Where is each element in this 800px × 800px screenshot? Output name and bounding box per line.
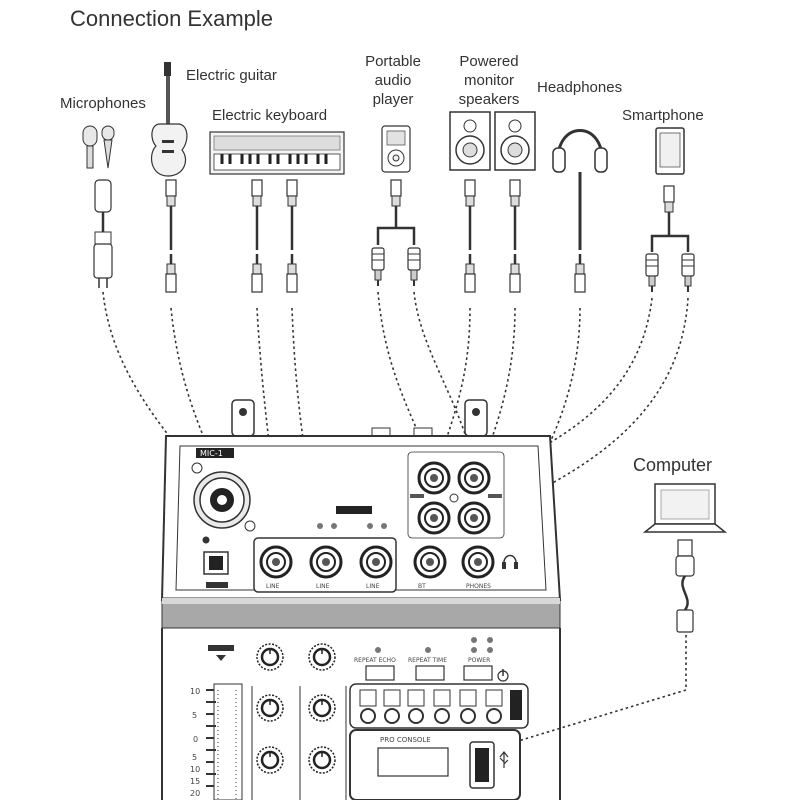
label-line-3: player [372, 91, 414, 108]
microphones-icon [82, 125, 115, 169]
mic-label: MIC-1 [200, 449, 223, 458]
label-smartphone: Smartphone [622, 107, 704, 124]
label-portable-audio-player: Portable audio player [358, 52, 428, 109]
label-headphones: Headphones [537, 79, 623, 96]
mixer-lower-panel: 10 5 0 5 10 15 20 REPEAT ECHO REPEAT TIM… [161, 628, 561, 800]
scale-0: 0 [193, 735, 198, 744]
fx-label-2: REPEAT TIME [408, 657, 447, 664]
page-title: Connection Example [70, 6, 274, 31]
keyboard-cables-icon [250, 178, 299, 294]
label-electric-keyboard: Electric keyboard [212, 107, 328, 124]
bluetooth-label: BT [418, 583, 426, 590]
headphones-cable-icon [573, 172, 587, 294]
line-label-2: LINE [316, 583, 330, 590]
scale-10: 10 [190, 765, 200, 774]
portable-audio-player-icon [381, 125, 411, 173]
panel-label: PRO CONSOLE [380, 736, 431, 744]
smartphone-cable-icon [645, 184, 695, 293]
fx-label-1: REPEAT ECHO [354, 657, 396, 664]
electric-keyboard-icon [209, 131, 345, 175]
guitar-cable-icon [164, 178, 178, 294]
label-electric-guitar: Electric guitar [186, 67, 277, 84]
speaker-cables-icon [463, 178, 522, 294]
scale-10-top: 10 [190, 687, 200, 696]
usb-cable-icon [675, 539, 695, 633]
scale-15: 15 [190, 777, 200, 786]
speakers-icon [449, 111, 536, 171]
label-line-2: audio [374, 72, 412, 89]
line-label-1: LINE [266, 583, 280, 590]
mixer-device: MIC-1 LINE LINE LINE BT PHONES [160, 399, 562, 629]
label-computer: Computer [633, 455, 713, 475]
headphones-icon [552, 129, 608, 173]
label-line-3: speakers [458, 91, 520, 108]
smartphone-icon [655, 127, 685, 175]
label-line-1: Powered [459, 53, 519, 70]
line-label-3: LINE [366, 583, 380, 590]
stereo-cable-icon [371, 178, 421, 287]
power-icon [497, 669, 509, 682]
label-microphones: Microphones [60, 95, 146, 112]
scale-5: 5 [192, 753, 197, 762]
fx-label-3: POWER [468, 657, 490, 664]
headphones-jack-icon [502, 554, 518, 569]
electric-guitar-icon [150, 62, 188, 177]
label-powered-monitor-speakers: Powered monitor speakers [446, 52, 532, 109]
label-line-1: Portable [365, 53, 421, 70]
usb-icon [499, 751, 509, 768]
phones-label: PHONES [466, 583, 491, 590]
computer-icon [642, 483, 728, 533]
scale-20: 20 [190, 789, 200, 798]
xlr-cable-icon [93, 179, 113, 288]
scale-5-top: 5 [192, 711, 197, 720]
label-line-2: monitor [463, 72, 515, 89]
